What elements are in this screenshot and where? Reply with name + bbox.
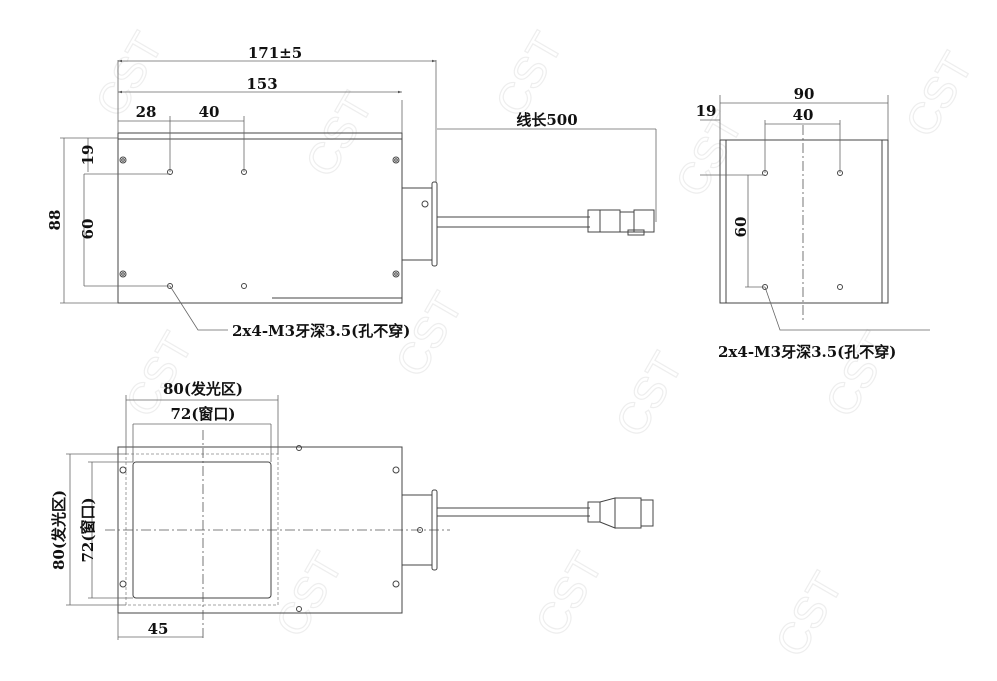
watermark: CST — [606, 344, 692, 445]
dim-side-width: 90 — [794, 85, 815, 103]
dim-hole-spacing-x: 40 — [199, 103, 220, 121]
dim-hole-offset-y: 19 — [79, 145, 97, 166]
dim-emit-width: 80(发光区) — [163, 380, 243, 398]
watermark: CST — [896, 44, 982, 145]
top-view: 171±5 153 28 40 线长500 19 60 88 2x4-M3牙深3… — [46, 44, 657, 340]
dim-emit-height: 80(发光区) — [50, 490, 68, 570]
dim-window-height: 72(窗口) — [79, 497, 97, 562]
watermark: CST — [86, 24, 172, 125]
dim-side-hole-offset: 19 — [696, 102, 717, 120]
cable-plug-icon — [587, 209, 655, 236]
dim-hole-offset-x: 28 — [136, 103, 157, 121]
watermark: CST — [766, 564, 852, 665]
dim-body-height: 88 — [46, 210, 64, 231]
hole-note: 2x4-M3牙深3.5(孔不穿) — [232, 322, 410, 340]
mounting-hole-icon — [167, 169, 247, 289]
screw-icon — [119, 445, 400, 612]
flange — [431, 181, 438, 267]
dim-window-width: 72(窗口) — [170, 405, 235, 423]
watermark: CST — [486, 24, 572, 125]
connector-housing — [401, 187, 433, 261]
screw-icon — [119, 156, 400, 278]
watermark: CST — [266, 544, 352, 645]
mounting-hole-icon — [762, 170, 843, 290]
dim-body-length: 153 — [246, 75, 277, 93]
dim-side-hole-spacing-y: 60 — [732, 217, 750, 238]
dim-cable-length: 线长500 — [516, 111, 577, 129]
flange — [431, 489, 438, 571]
dim-center-offset: 45 — [148, 620, 169, 638]
body-outline — [117, 132, 403, 304]
dim-overall-length: 171±5 — [248, 44, 302, 62]
watermark: CST — [296, 84, 382, 185]
side-view: 90 40 19 60 2x4-M3牙深3.5(孔不穿) — [696, 85, 930, 361]
watermark: CST — [816, 324, 902, 425]
front-view: 80(发光区) 72(窗口) 80(发光区) 72(窗口) 45 — [50, 380, 654, 640]
side-hole-note: 2x4-M3牙深3.5(孔不穿) — [718, 343, 896, 361]
dim-hole-spacing-y: 60 — [79, 219, 97, 240]
emission-area — [125, 453, 279, 606]
cable-plug-icon — [587, 497, 654, 529]
side-outline — [719, 139, 889, 304]
watermark: CST — [526, 544, 612, 645]
dim-side-hole-spacing-x: 40 — [793, 106, 814, 124]
